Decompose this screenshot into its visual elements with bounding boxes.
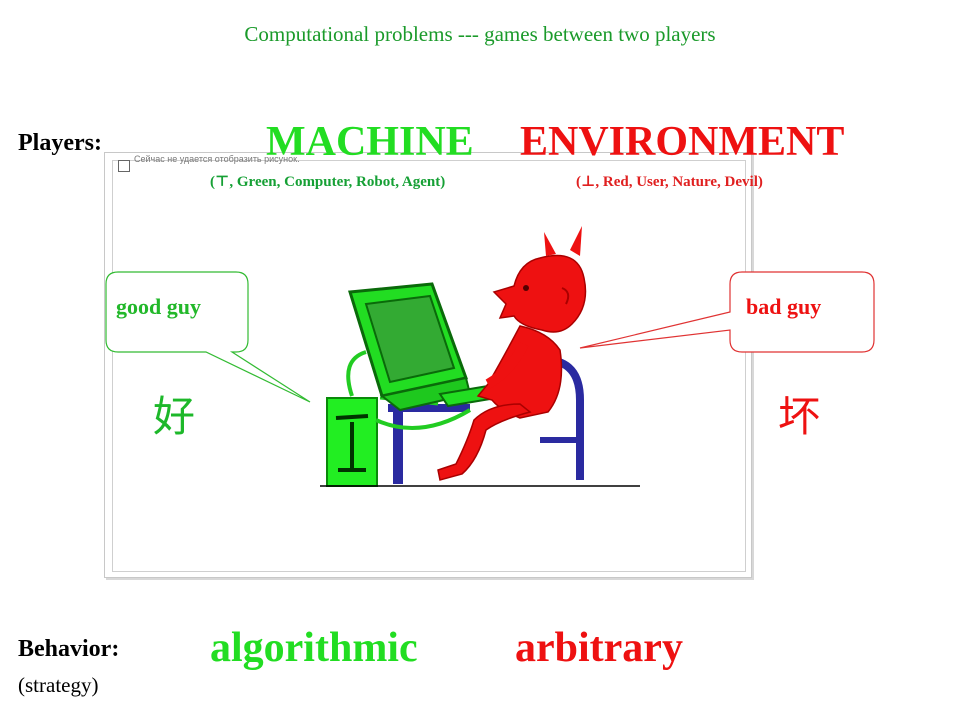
strategy-label: (strategy) <box>18 673 99 697</box>
computer-tower-drawing <box>326 397 378 487</box>
environment-heading: ENVIRONMENT <box>520 119 845 165</box>
environment-behavior: arbitrary <box>515 625 683 671</box>
devil-drawing <box>437 226 587 481</box>
players-label: Players: <box>18 130 102 156</box>
good-guy-bubble <box>105 271 311 403</box>
good-chinese-character: 好 <box>153 392 196 441</box>
broken-image-icon <box>118 160 130 172</box>
machine-behavior: algorithmic <box>210 625 418 671</box>
environment-aliases: (⊥, Red, User, Nature, Devil) <box>576 174 763 190</box>
broken-image-line: Сейчас не удается отобразить рисунок. <box>134 154 300 164</box>
bad-guy-label: bad guy <box>746 294 822 319</box>
behavior-label: Behavior: <box>18 636 120 662</box>
broken-image-text: Сейчас не удается отобразить рисунок. <box>134 154 334 164</box>
monitor-drawing <box>348 282 510 412</box>
image-frame-outer <box>104 152 752 578</box>
image-frame-inner <box>112 160 746 572</box>
machine-heading: MACHINE <box>266 119 474 165</box>
machine-aliases: (⊤, Green, Computer, Robot, Agent) <box>210 174 446 190</box>
slide-title: Computational problems --- games between… <box>244 22 716 46</box>
bad-chinese-character: 坏 <box>778 392 821 441</box>
bad-guy-bubble <box>579 271 875 353</box>
good-guy-label: good guy <box>116 294 201 319</box>
